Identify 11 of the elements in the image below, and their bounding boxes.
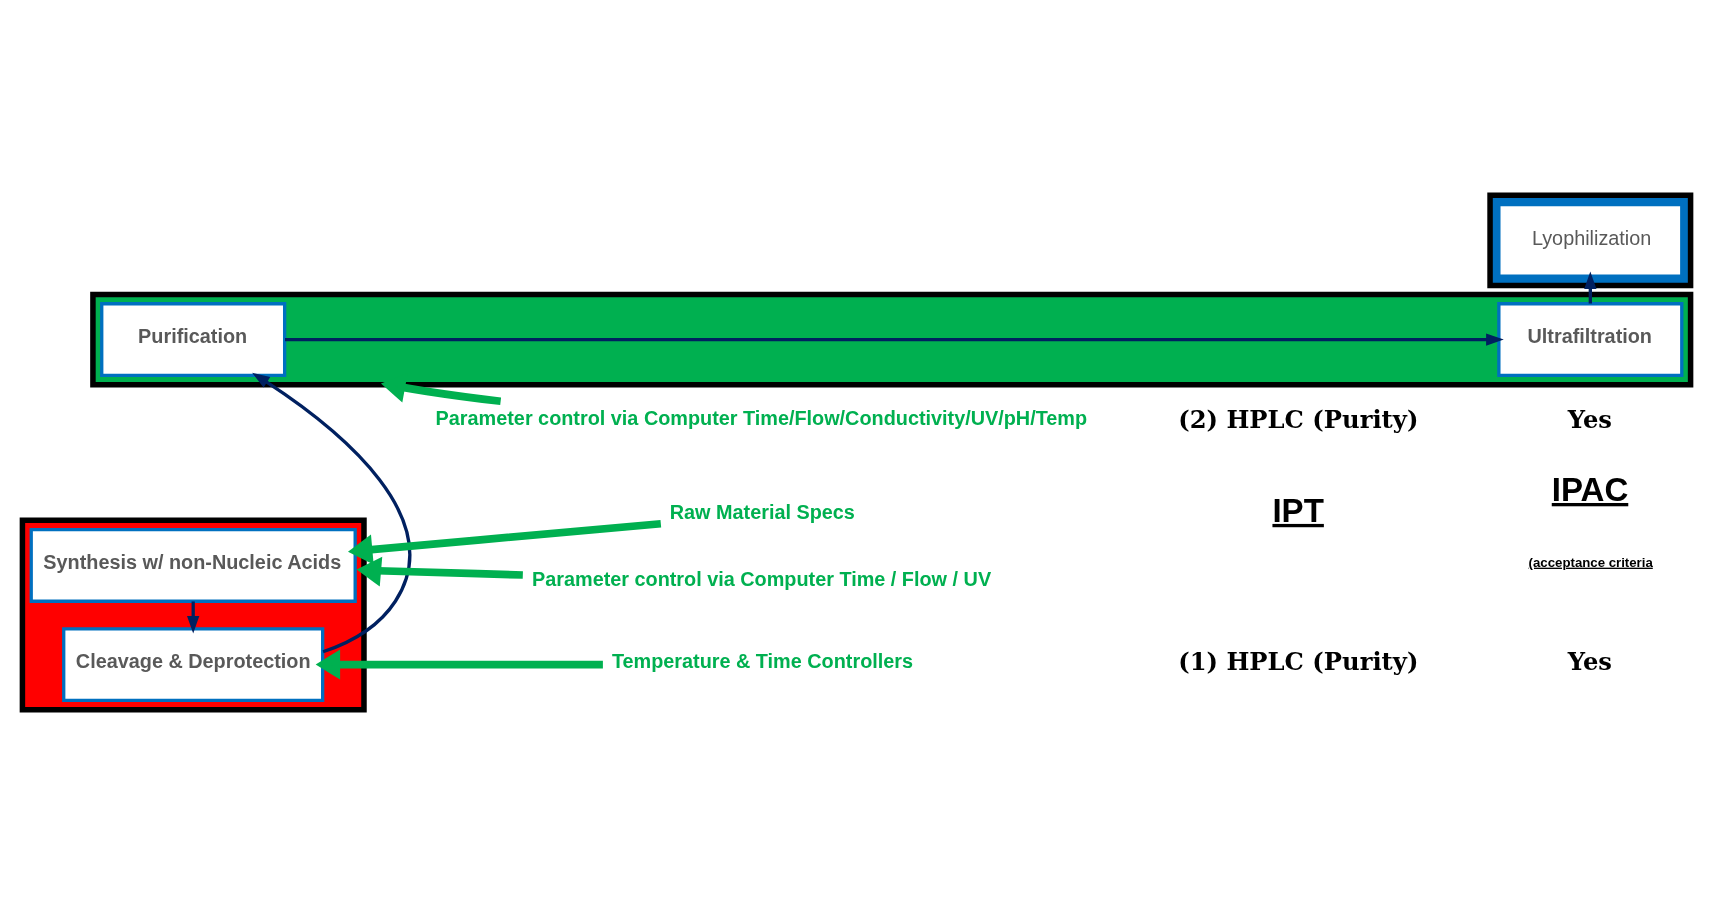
label: Yes [1567, 646, 1612, 676]
node-text: Parameter control via Computer Time / Flow / UV [531, 567, 991, 590]
label: IPAC [1551, 470, 1628, 508]
node-text: Parameter control via Computer Time/Flow/Conductivity/UV/pH/Temp [435, 406, 1087, 429]
label: (acceptance criteria [1528, 554, 1653, 570]
label: (2) HPLC (Purity) [1177, 405, 1418, 435]
label: (1) HPLC (Purity) [1177, 646, 1418, 676]
node-text: Temperature & Time Controllers [611, 650, 913, 673]
label: IPT [1271, 491, 1324, 529]
node-text: Raw Material Specs [669, 500, 855, 523]
label: Yes [1567, 405, 1612, 435]
